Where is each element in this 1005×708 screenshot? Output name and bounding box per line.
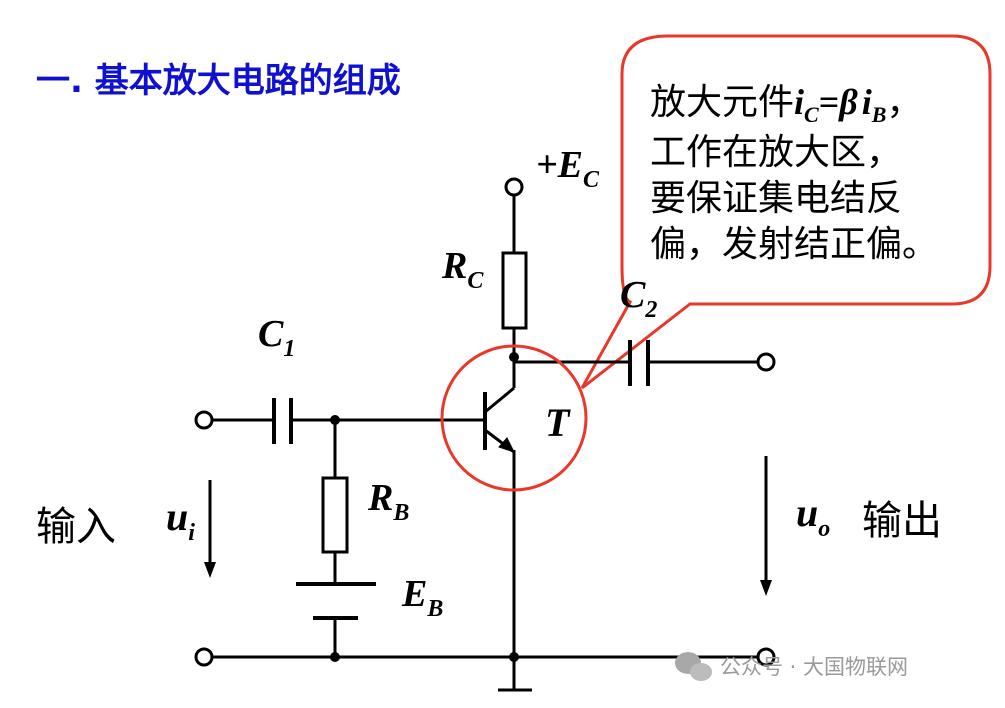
terminal-input-bottom [194, 647, 214, 667]
callout-line-2: 工作在放大区， [650, 132, 902, 173]
label-ui: ui [166, 494, 195, 546]
resistor-rb [321, 476, 349, 554]
callout-line-3: 要保证集电结反 [650, 178, 902, 219]
watermark-text: 公众号 · 大国物联网 [720, 655, 908, 679]
label-rb: RB [367, 477, 409, 526]
capacitor-c1 [272, 398, 293, 444]
label-rc: RC [441, 245, 484, 294]
terminal-output-top [756, 352, 776, 372]
terminal-input-top [194, 410, 214, 430]
terminal-output-bottom [756, 647, 776, 667]
watermark: 公众号 · 大国物联网 [675, 652, 908, 681]
junction-dots [330, 352, 519, 662]
transistor-highlight-circle [440, 344, 588, 492]
battery-eb [296, 582, 376, 620]
label-input: 输入 [36, 504, 116, 550]
transistor-t [483, 386, 515, 454]
resistor-rc [501, 251, 528, 330]
callout-line-4: 偏，发射结正偏。 [650, 224, 938, 265]
terminals [194, 177, 776, 667]
label-t: T [545, 400, 571, 445]
label-c1: C1 [258, 313, 295, 362]
wires [213, 196, 757, 692]
ui-arrow [204, 480, 216, 578]
page-title: 一. 基本放大电路的组成 [36, 61, 401, 101]
uo-arrow [760, 456, 772, 596]
label-output: 输出 [862, 498, 942, 544]
callout-bubble [580, 34, 992, 390]
label-eb: EB [401, 573, 443, 622]
wechat-icon [675, 652, 712, 681]
terminal-ec [504, 177, 524, 197]
label-c2: C2 [620, 274, 657, 323]
label-uo: uo [796, 490, 830, 542]
capacitor-c2 [628, 340, 650, 386]
label-ec: +EC [536, 144, 600, 193]
